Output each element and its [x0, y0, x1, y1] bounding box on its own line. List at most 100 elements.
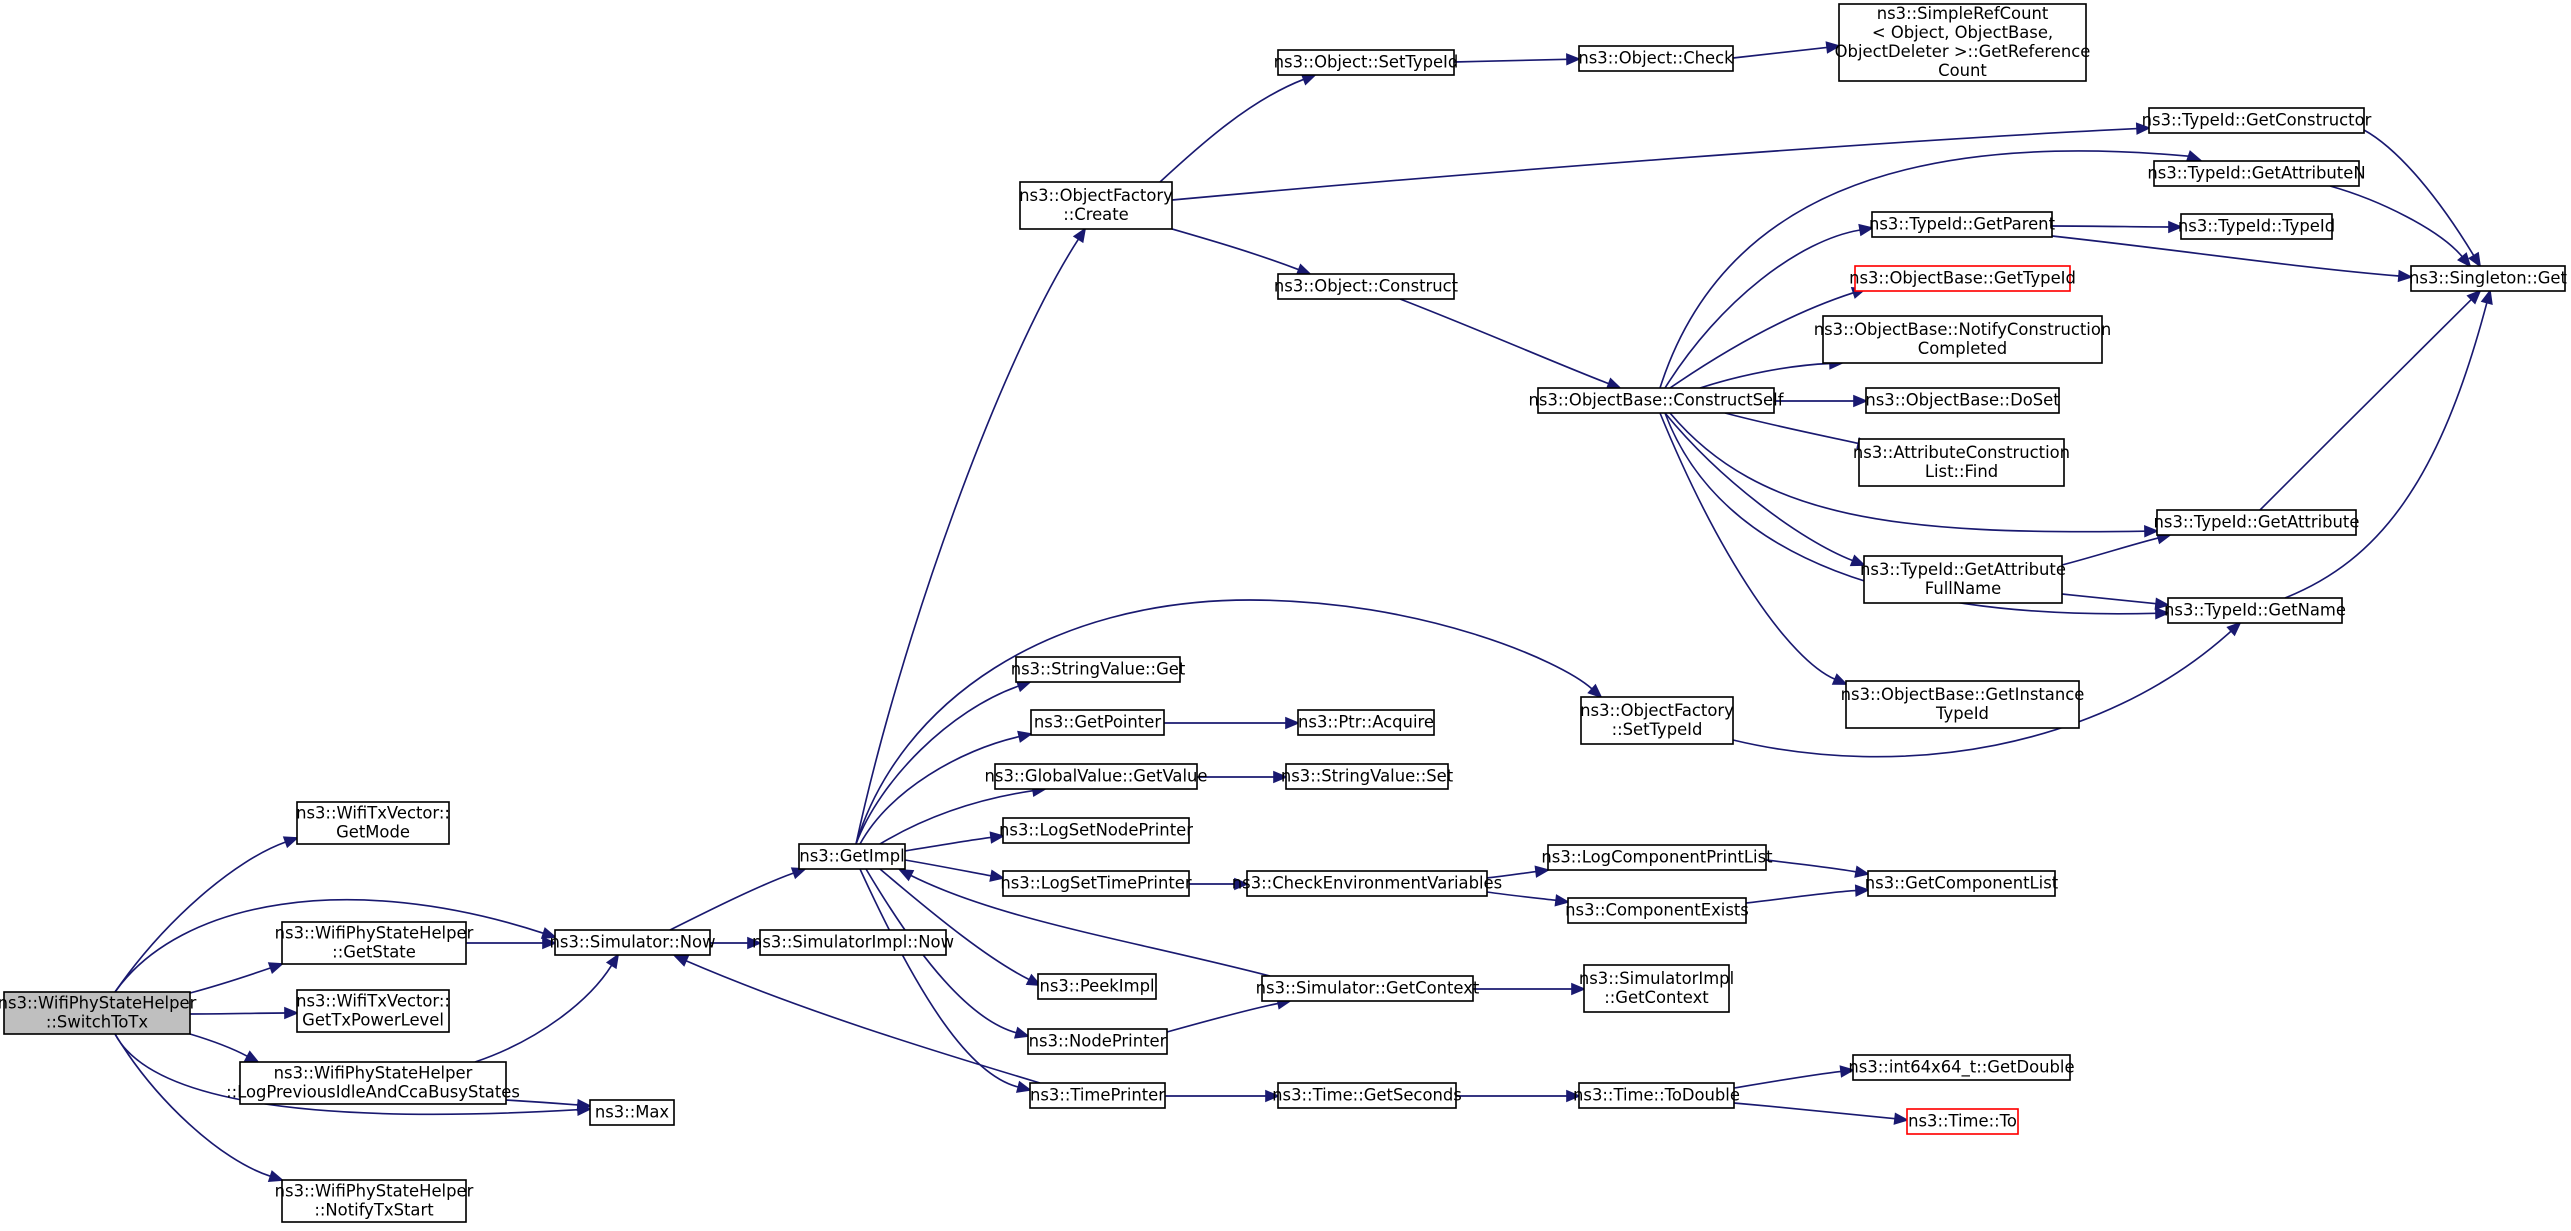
arrowhead-icon: [2154, 597, 2171, 610]
node-label: ns3::LogSetNodePrinter: [999, 821, 1193, 840]
node-ptr-acquire[interactable]: ns3::Ptr::Acquire: [1297, 709, 1435, 736]
node-type-id-type-id[interactable]: ns3::TypeId::TypeId: [2178, 213, 2335, 240]
node-box: [1261, 975, 1474, 1002]
node-notify-construction-completed[interactable]: ns3::ObjectBase::NotifyConstructionCompl…: [1814, 315, 2112, 364]
node-label: ::SwitchToTx: [46, 1013, 148, 1032]
node-type-id-get-name[interactable]: ns3::TypeId::GetName: [2164, 597, 2346, 624]
node-label: ns3::int64x64_t::GetDouble: [1848, 1058, 2074, 1078]
node-time-to-double[interactable]: ns3::Time::ToDouble: [1573, 1082, 1740, 1109]
arrowhead-icon: [1017, 730, 1034, 743]
node-log-previous-idle[interactable]: ns3::WifiPhyStateHelper::LogPreviousIdle…: [226, 1061, 520, 1105]
node-box: [1863, 555, 2063, 604]
call-edge-node-printer-to-simulator-get-context: [1166, 997, 1293, 1033]
node-log-component-print-list[interactable]: ns3::LogComponentPrintList: [1541, 844, 1773, 871]
node-object-set-type-id[interactable]: ns3::Object::SetTypeId: [1274, 49, 1459, 76]
node-box: [1854, 265, 2071, 292]
node-box: [1277, 273, 1455, 300]
node-log-set-node-printer[interactable]: ns3::LogSetNodePrinter: [999, 817, 1193, 844]
node-label: ns3::Time::ToDouble: [1573, 1086, 1740, 1105]
arrowhead-icon: [2226, 621, 2242, 637]
edge-line: [114, 1033, 271, 1178]
node-node-printer[interactable]: ns3::NodePrinter: [1027, 1028, 1168, 1055]
edge-line: [505, 1099, 579, 1106]
node-type-id-get-parent[interactable]: ns3::TypeId::GetParent: [1869, 211, 2056, 238]
node-construct-self[interactable]: ns3::ObjectBase::ConstructSelf: [1529, 387, 1785, 414]
node-label: ns3::PeekImpl: [1039, 977, 1154, 996]
node-global-value-get-value[interactable]: ns3::GlobalValue::GetValue: [985, 763, 1208, 790]
call-edge-construct-self-to-object-base-do-set: [1774, 394, 1869, 408]
node-object-base-get-type-id[interactable]: ns3::ObjectBase::GetTypeId: [1849, 265, 2076, 292]
node-time-get-seconds[interactable]: ns3::Time::GetSeconds: [1272, 1082, 1462, 1109]
node-singleton-get[interactable]: ns3::Singleton::Get: [2409, 265, 2568, 292]
node-label: < Object, ObjectBase,: [1872, 23, 2053, 42]
node-max[interactable]: ns3::Max: [589, 1099, 675, 1126]
node-label: ns3::TypeId::GetParent: [1869, 215, 2056, 234]
arrowhead-icon: [2135, 122, 2152, 135]
node-time-to[interactable]: ns3::Time::To: [1906, 1108, 2019, 1135]
node-box: [3, 991, 191, 1035]
node-box: [798, 843, 906, 870]
node-box: [1030, 709, 1165, 736]
node-box: [1906, 1108, 2019, 1135]
node-object-base-do-set[interactable]: ns3::ObjectBase::DoSet: [1865, 387, 2060, 414]
arrowhead-icon: [1234, 877, 1250, 891]
arrowhead-icon: [2457, 252, 2472, 268]
node-log-set-time-printer[interactable]: ns3::LogSetTimePrinter: [1000, 870, 1192, 897]
edge-line: [910, 874, 1271, 977]
edge-line: [879, 789, 1034, 845]
node-label: ns3::TypeId::GetAttributeN: [2147, 164, 2365, 183]
edge-line: [904, 836, 992, 852]
arrowhead-icon: [1285, 716, 1301, 730]
node-type-id-get-attribute[interactable]: ns3::TypeId::GetAttribute: [2154, 509, 2360, 536]
edge-line: [2284, 302, 2488, 599]
call-edge-construct-self-to-get-attribute-full-name: [1664, 412, 1866, 567]
node-simulator-now[interactable]: ns3::Simulator::Now: [550, 929, 716, 956]
node-box: [1297, 709, 1435, 736]
node-simulator-get-context[interactable]: ns3::Simulator::GetContext: [1256, 975, 1480, 1002]
node-label: ns3::ObjectBase::NotifyConstruction: [1814, 320, 2112, 339]
call-edge-simulator-get-context-to-simulator-impl-get-context: [1473, 982, 1587, 996]
node-get-pointer[interactable]: ns3::GetPointer: [1030, 709, 1165, 736]
edge-line: [2259, 298, 2472, 511]
node-label: Count: [1938, 61, 1987, 80]
node-get-state[interactable]: ns3::WifiPhyStateHelper::GetState: [275, 921, 474, 965]
node-get-component-list[interactable]: ns3::GetComponentList: [1865, 870, 2059, 897]
call-edge-construct-self-to-notify-construction-completed: [1699, 357, 1845, 389]
arrowhead-icon: [576, 1098, 593, 1112]
node-get-tx-power-level[interactable]: ns3::WifiTxVector::GetTxPowerLevel: [296, 989, 450, 1033]
node-time-printer[interactable]: ns3::TimePrinter: [1029, 1082, 1166, 1109]
edge-line: [2061, 593, 2157, 605]
node-simple-ref-count[interactable]: ns3::SimpleRefCount< Object, ObjectBase,…: [1835, 3, 2091, 82]
edge-line: [1166, 1002, 1279, 1033]
node-peek-impl[interactable]: ns3::PeekImpl: [1037, 973, 1157, 1000]
node-check-env-vars[interactable]: ns3::CheckEnvironmentVariables: [1232, 870, 1502, 897]
node-string-value-set[interactable]: ns3::StringValue::Set: [1281, 763, 1454, 790]
node-object-factory-set-type-id[interactable]: ns3::ObjectFactory::SetTypeId: [1580, 696, 1734, 745]
node-switch-to-tx[interactable]: ns3::WifiPhyStateHelper::SwitchToTx: [0, 991, 197, 1035]
edge-line: [904, 859, 992, 877]
edge-line: [1486, 870, 1537, 879]
node-get-mode[interactable]: ns3::WifiTxVector::GetMode: [296, 801, 450, 845]
node-object-construct[interactable]: ns3::Object::Construct: [1274, 273, 1459, 300]
call-edge-simulator-get-context-to-get-impl: [898, 869, 1271, 977]
arrowhead-icon: [2168, 220, 2184, 234]
node-type-id-get-attribute-n[interactable]: ns3::TypeId::GetAttributeN: [2147, 160, 2366, 187]
node-box: [1037, 973, 1157, 1000]
node-int64x64-get-double[interactable]: ns3::int64x64_t::GetDouble: [1848, 1054, 2075, 1081]
node-string-value-get[interactable]: ns3::StringValue::Get: [1011, 656, 1186, 683]
node-notify-tx-start[interactable]: ns3::WifiPhyStateHelper::NotifyTxStart: [275, 1179, 474, 1223]
node-object-factory-create[interactable]: ns3::ObjectFactory::Create: [1019, 181, 1173, 230]
node-label: ns3::Ptr::Acquire: [1298, 713, 1434, 732]
node-get-impl[interactable]: ns3::GetImpl: [798, 843, 906, 870]
node-simulator-impl-now[interactable]: ns3::SimulatorImpl::Now: [752, 929, 954, 956]
call-edge-check-env-vars-to-component-exists: [1486, 891, 1571, 907]
node-label: ns3::CheckEnvironmentVariables: [1232, 874, 1502, 893]
node-simulator-impl-get-context[interactable]: ns3::SimulatorImpl::GetContext: [1579, 964, 1734, 1013]
node-object-check[interactable]: ns3::Object::Check: [1578, 45, 1734, 72]
call-edge-get-attribute-full-name-to-type-id-get-name: [2061, 593, 2171, 610]
node-component-exists[interactable]: ns3::ComponentExists: [1565, 897, 1749, 924]
node-type-id-get-constructor[interactable]: ns3::TypeId::GetConstructor: [2142, 107, 2372, 134]
